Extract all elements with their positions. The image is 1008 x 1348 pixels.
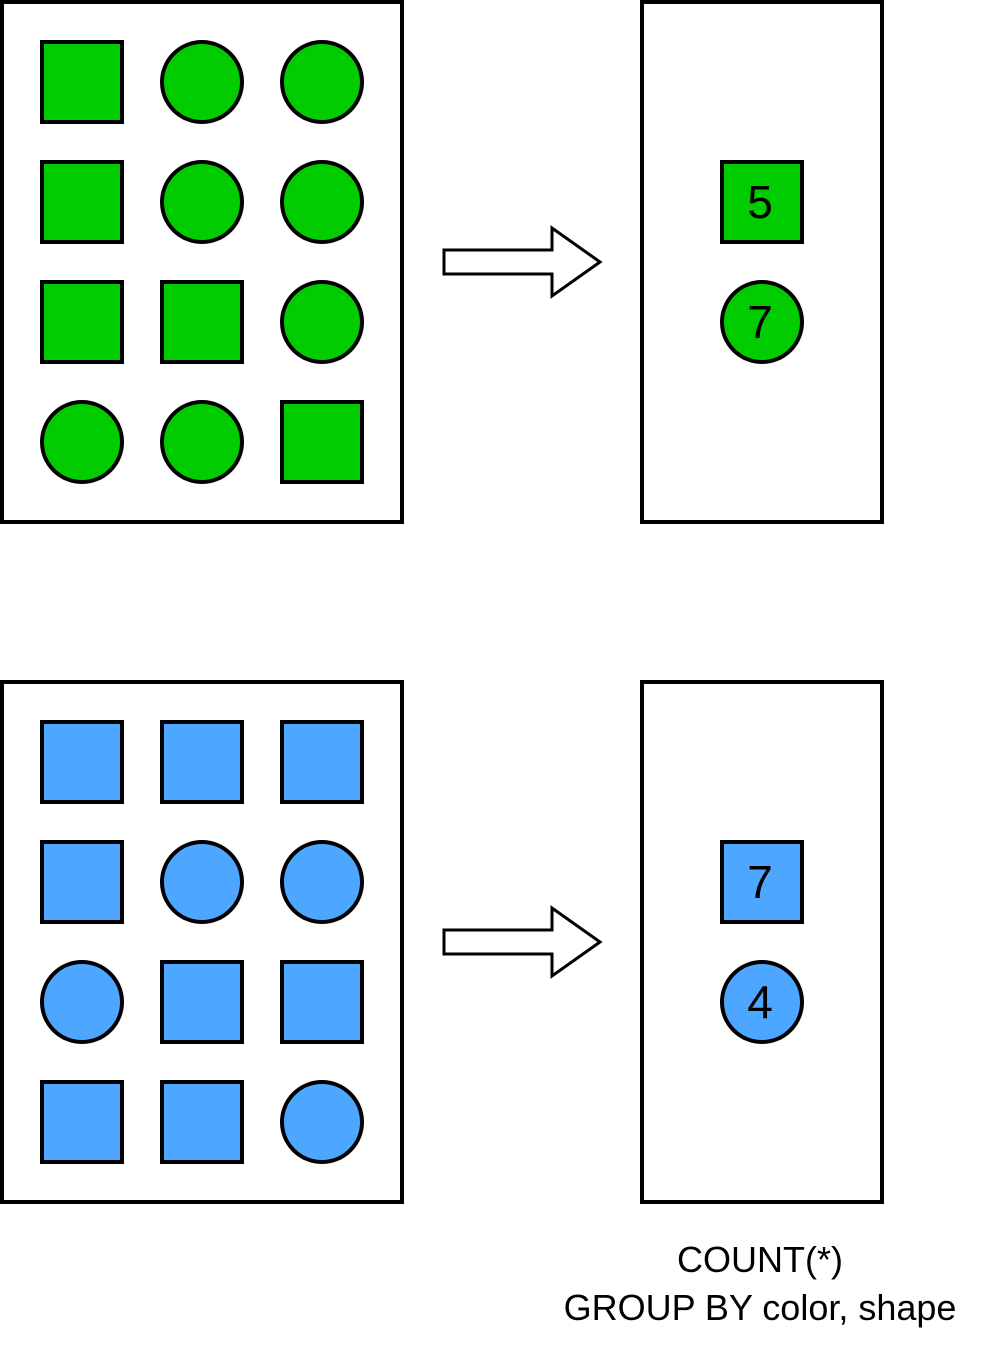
green-input-square: [160, 280, 244, 364]
green-result-square: [720, 160, 804, 244]
caption-line-1: COUNT(*): [677, 1239, 843, 1280]
blue-result-box: [640, 680, 884, 1204]
blue-circle-count: 4: [747, 976, 773, 1028]
blue-square-count: 7: [747, 856, 773, 908]
caption-line-2: GROUP BY color, shape: [564, 1287, 957, 1328]
green-input-circle: [280, 40, 364, 124]
blue-input-square: [40, 840, 124, 924]
blue-input-circle: [40, 960, 124, 1044]
blue-input-square: [160, 960, 244, 1044]
blue-input-square: [160, 1080, 244, 1164]
blue-input-circle: [280, 1080, 364, 1164]
green-input-circle: [40, 400, 124, 484]
blue-input-square: [280, 960, 364, 1044]
green-input-square: [40, 280, 124, 364]
blue-group-row: 74: [0, 680, 884, 1204]
blue-input-circle: [160, 840, 244, 924]
green-input-circle: [160, 160, 244, 244]
green-input-square: [40, 160, 124, 244]
green-input-circle: [280, 160, 364, 244]
green-input-circle: [160, 40, 244, 124]
blue-result-circle: [720, 960, 804, 1044]
blue-input-circle: [280, 840, 364, 924]
green-result-box: [640, 0, 884, 524]
green-input-square: [280, 400, 364, 484]
green-square-count: 5: [747, 176, 773, 228]
blue-input-square: [160, 720, 244, 804]
green-input-circle: [280, 280, 364, 364]
green-result-circle: [720, 280, 804, 364]
blue-result-square: [720, 840, 804, 924]
green-input-square: [40, 40, 124, 124]
green-input-circle: [160, 400, 244, 484]
right-arrow-icon: [442, 905, 603, 979]
right-arrow-icon: [442, 225, 603, 299]
green-group-row: 57: [0, 0, 884, 524]
green-circle-count: 7: [747, 296, 773, 348]
blue-input-square: [40, 1080, 124, 1164]
blue-input-square: [280, 720, 364, 804]
blue-input-square: [40, 720, 124, 804]
